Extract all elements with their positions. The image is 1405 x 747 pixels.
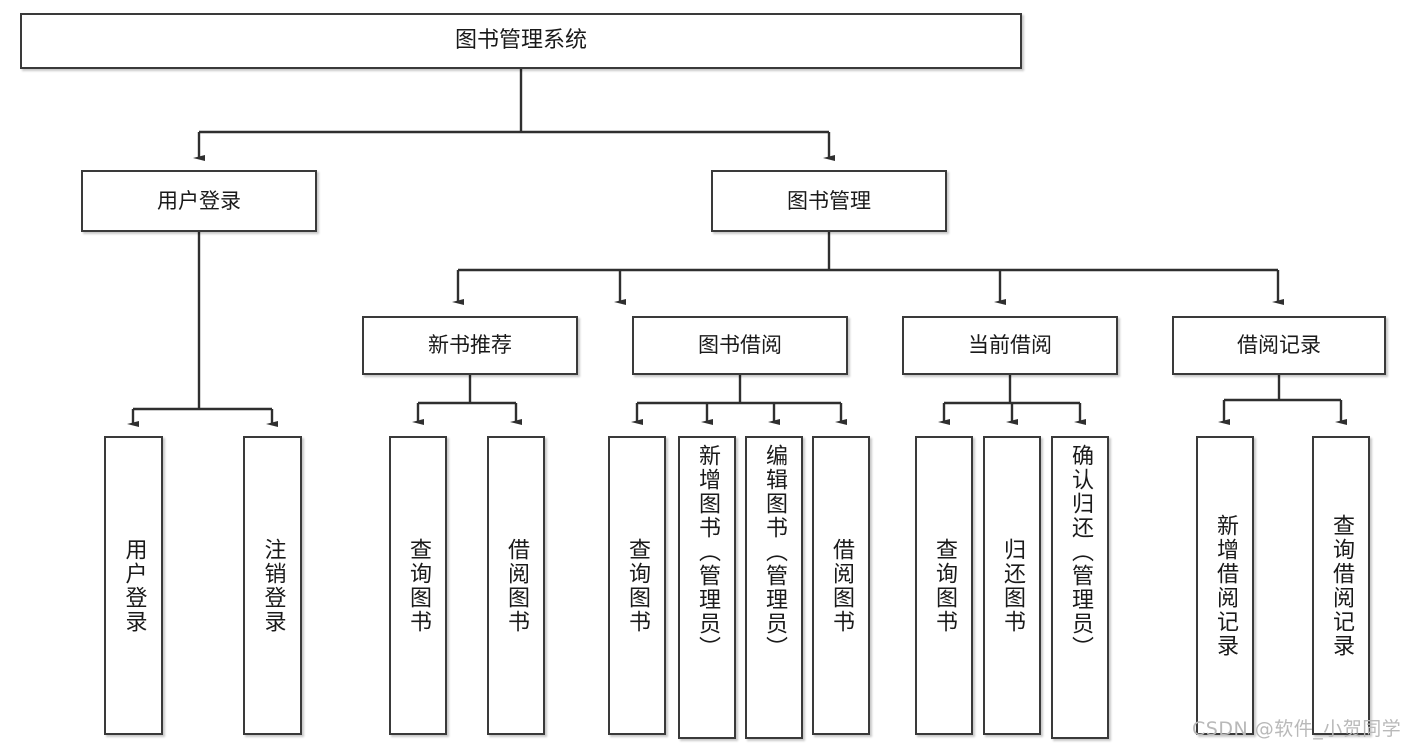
node-new-book-rec-label: 新书推荐 bbox=[428, 333, 512, 358]
node-borrow-record[interactable]: 借阅记录 bbox=[1172, 316, 1386, 375]
node-leaf-add-record-label: 新增借阅记录 bbox=[1213, 513, 1238, 658]
node-leaf-query-book-2-label: 查询图书 bbox=[625, 537, 650, 634]
node-leaf-confirm-return[interactable]: 确认归还（管理员） bbox=[1051, 436, 1109, 739]
node-leaf-query-book-3[interactable]: 查询图书 bbox=[915, 436, 973, 735]
node-leaf-query-book-2[interactable]: 查询图书 bbox=[608, 436, 666, 735]
node-book-borrow[interactable]: 图书借阅 bbox=[632, 316, 848, 375]
node-user-login-label: 用户登录 bbox=[157, 188, 241, 213]
node-current-borrow[interactable]: 当前借阅 bbox=[902, 316, 1118, 375]
node-leaf-query-record-label: 查询借阅记录 bbox=[1329, 513, 1354, 658]
node-leaf-logout-label: 注销登录 bbox=[260, 537, 286, 634]
node-leaf-borrow-book-1-label: 借阅图书 bbox=[504, 537, 529, 634]
node-leaf-user-login[interactable]: 用户登录 bbox=[104, 436, 163, 735]
node-leaf-borrow-book-2[interactable]: 借阅图书 bbox=[812, 436, 870, 735]
node-leaf-return-book[interactable]: 归还图书 bbox=[983, 436, 1041, 735]
node-borrow-record-label: 借阅记录 bbox=[1237, 333, 1321, 358]
node-book-borrow-label: 图书借阅 bbox=[698, 333, 782, 358]
node-leaf-borrow-book-1[interactable]: 借阅图书 bbox=[487, 436, 545, 735]
node-user-login[interactable]: 用户登录 bbox=[81, 170, 317, 232]
node-leaf-add-book[interactable]: 新增图书（管理员） bbox=[678, 436, 736, 739]
node-leaf-add-record[interactable]: 新增借阅记录 bbox=[1196, 436, 1254, 735]
node-leaf-edit-book-label: 编辑图书（管理员） bbox=[762, 444, 787, 660]
node-root-label: 图书管理系统 bbox=[454, 28, 587, 54]
node-new-book-rec[interactable]: 新书推荐 bbox=[362, 316, 578, 375]
node-leaf-add-book-label: 新增图书（管理员） bbox=[695, 444, 720, 660]
node-leaf-user-login-label: 用户登录 bbox=[121, 537, 147, 634]
node-leaf-return-book-label: 归还图书 bbox=[1000, 537, 1025, 634]
node-book-manage[interactable]: 图书管理 bbox=[711, 170, 947, 232]
node-leaf-query-book-3-label: 查询图书 bbox=[932, 537, 957, 634]
node-leaf-query-record[interactable]: 查询借阅记录 bbox=[1312, 436, 1370, 735]
node-current-borrow-label: 当前借阅 bbox=[968, 333, 1052, 358]
csdn-watermark: CSDN @软件_小贺同学 bbox=[1192, 718, 1402, 740]
node-leaf-edit-book[interactable]: 编辑图书（管理员） bbox=[745, 436, 803, 739]
node-leaf-query-book-1-label: 查询图书 bbox=[406, 537, 431, 634]
node-leaf-borrow-book-2-label: 借阅图书 bbox=[829, 537, 854, 634]
node-book-manage-label: 图书管理 bbox=[787, 188, 871, 213]
node-leaf-logout[interactable]: 注销登录 bbox=[243, 436, 302, 735]
node-root[interactable]: 图书管理系统 bbox=[20, 13, 1022, 69]
node-leaf-query-book-1[interactable]: 查询图书 bbox=[389, 436, 447, 735]
node-leaf-confirm-return-label: 确认归还（管理员） bbox=[1068, 444, 1093, 660]
